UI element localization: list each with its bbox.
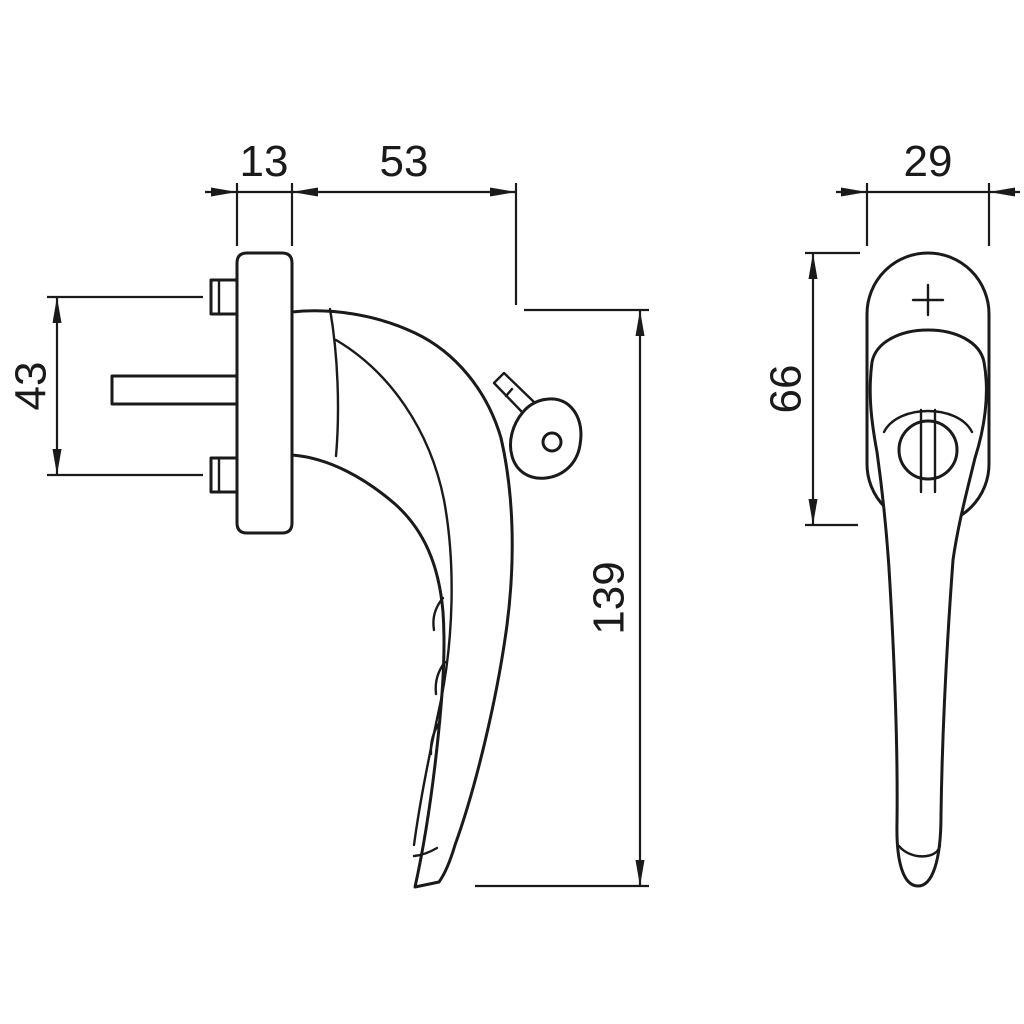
side-view — [110, 251, 583, 889]
dim-13-label: 13 — [240, 137, 289, 186]
grip-groove-1 — [432, 596, 445, 632]
key-blade — [492, 371, 536, 414]
dimensions: 13 53 43 139 29 66 — [7, 137, 1020, 888]
key-blade-notch — [504, 387, 514, 398]
handle-shoulder-line — [882, 409, 974, 434]
dim-66-label: 66 — [762, 365, 811, 414]
handle-side-outline — [290, 309, 514, 889]
grip-groove-2 — [434, 660, 447, 696]
dim-29-label: 29 — [904, 137, 953, 186]
handle-front-outline — [868, 328, 988, 888]
grip-tip-line — [412, 846, 439, 858]
dim-139-label: 139 — [585, 561, 634, 634]
key-head — [508, 397, 583, 480]
grip-tip-line-front — [897, 843, 942, 858]
key-cylinder — [897, 419, 959, 481]
grip-groove-3 — [429, 720, 442, 756]
spindle — [110, 374, 239, 406]
dim-43-label: 43 — [7, 362, 56, 411]
dim-53-label: 53 — [380, 137, 429, 186]
phillips-screw-icon — [911, 283, 945, 317]
front-view — [865, 251, 991, 888]
handle-sweep-line — [334, 338, 453, 847]
rosette-side — [235, 251, 294, 535]
screw-top — [209, 278, 239, 316]
screw-bottom — [209, 456, 239, 494]
key-hole — [541, 431, 563, 453]
handle-collar-line — [328, 307, 340, 458]
key-icon — [492, 371, 583, 480]
